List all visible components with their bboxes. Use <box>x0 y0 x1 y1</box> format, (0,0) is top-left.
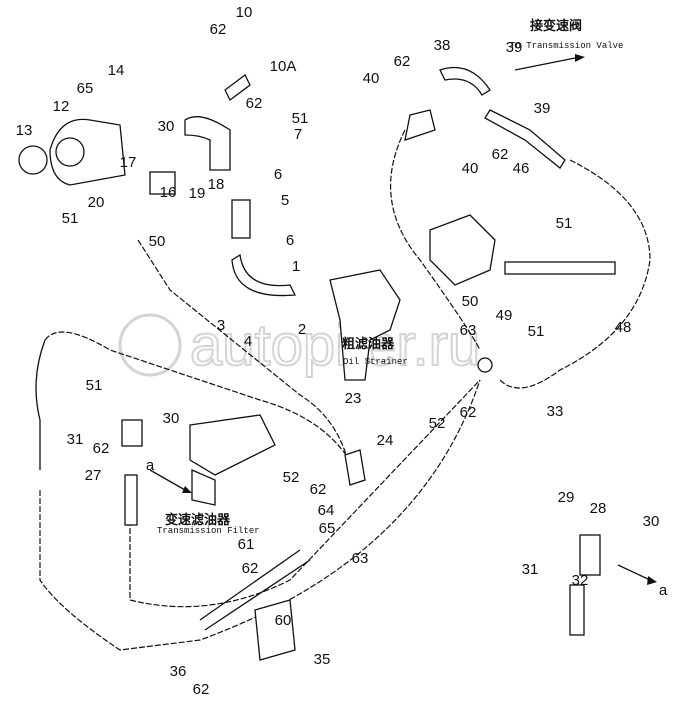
parts <box>18 66 616 661</box>
notes: 接变速阀 To Transmission Valve 粗滤油器 Oil Stra… <box>157 18 623 536</box>
callout-19: 19 <box>189 185 206 202</box>
callout-62: 62 <box>492 146 509 163</box>
callout-27: 27 <box>85 467 102 484</box>
o-ring-13 <box>18 145 48 175</box>
callout-51: 51 <box>86 377 103 394</box>
strainer-label-en: Oil Strainer <box>343 357 408 367</box>
callout-1: 1 <box>292 258 300 275</box>
callout-63: 63 <box>460 322 477 339</box>
callout-23: 23 <box>345 390 362 407</box>
callout-32: 32 <box>572 572 589 589</box>
strainer-label-cn: 粗滤油器 <box>342 336 395 352</box>
callout-33: 33 <box>547 403 564 420</box>
callout-14: 14 <box>108 62 125 79</box>
callout-29: 29 <box>558 489 575 506</box>
filter-label-cn: 变速滤油器 <box>165 512 231 528</box>
callout-30: 30 <box>163 410 180 427</box>
callout-46: 46 <box>513 160 530 177</box>
hose-lines <box>35 54 657 651</box>
callout-a: a <box>659 582 668 599</box>
callout-30: 30 <box>158 118 175 135</box>
callout-51: 51 <box>556 215 573 232</box>
callout-62: 62 <box>210 21 227 38</box>
callout-50: 50 <box>149 233 166 250</box>
callout-13: 13 <box>16 122 33 139</box>
callout-62: 62 <box>93 440 110 457</box>
callout-10: 10 <box>236 4 253 21</box>
callout-52: 52 <box>283 469 300 486</box>
to-valve-label-cn: 接变速阀 <box>530 18 582 34</box>
callout-49: 49 <box>496 307 513 324</box>
callout-6: 6 <box>274 166 282 183</box>
callout-18: 18 <box>208 176 225 193</box>
callout-17: 17 <box>120 154 137 171</box>
callout-16: 16 <box>160 184 177 201</box>
fitting-28 <box>579 534 601 576</box>
callout-62: 62 <box>193 681 210 698</box>
callout-61: 61 <box>238 536 255 553</box>
callout-a: a <box>146 457 155 474</box>
callout-62: 62 <box>460 404 477 421</box>
callout-51: 51 <box>292 110 309 127</box>
callout-30: 30 <box>643 513 660 530</box>
callout-2: 2 <box>298 321 306 338</box>
transmission-filter <box>189 414 276 476</box>
flange-16 <box>149 171 176 195</box>
callout-31: 31 <box>67 431 84 448</box>
callout-3: 3 <box>217 317 225 334</box>
callout-60: 60 <box>275 612 292 629</box>
callout-12: 12 <box>53 98 70 115</box>
callout-63: 63 <box>352 550 369 567</box>
callout-39: 39 <box>506 39 523 56</box>
callout-51: 51 <box>528 323 545 340</box>
pump-12 <box>49 118 126 186</box>
callout-36: 36 <box>170 663 187 680</box>
callout-64: 64 <box>318 502 335 519</box>
oil-strainer <box>329 269 401 381</box>
callout-28: 28 <box>590 500 607 517</box>
callout-24: 24 <box>377 432 394 449</box>
callout-48: 48 <box>615 319 632 336</box>
callout-38: 38 <box>434 37 451 54</box>
callout-6: 6 <box>286 232 294 249</box>
tube-46 <box>484 109 566 169</box>
filter-label-en: Transmission Filter <box>157 526 260 536</box>
elbow-38 <box>439 66 491 96</box>
callout-50: 50 <box>462 293 479 310</box>
bracket-60 <box>254 599 296 661</box>
callout-62: 62 <box>242 560 259 577</box>
callout-20: 20 <box>88 194 105 211</box>
callouts: 10 62 10A 62 14 65 12 13 30 51 7 17 6 18… <box>16 4 668 698</box>
callout-52: 52 <box>429 415 446 432</box>
watermark: autopiter.ru <box>118 312 481 379</box>
watermark-text: autopiter.ru <box>190 313 480 378</box>
callout-65: 65 <box>319 520 336 537</box>
callout-62: 62 <box>394 53 411 70</box>
hose-48 <box>504 261 616 275</box>
to-valve-label-en: To Transmission Valve <box>510 41 623 51</box>
callout-40: 40 <box>363 70 380 87</box>
callout-65: 65 <box>77 80 94 97</box>
callout-35: 35 <box>314 651 331 668</box>
callout-62: 62 <box>310 481 327 498</box>
callout-51: 51 <box>62 210 79 227</box>
tube-1 <box>231 253 297 297</box>
callout-40: 40 <box>462 160 479 177</box>
callout-4: 4 <box>244 333 252 350</box>
callout-5: 5 <box>281 192 289 209</box>
callout-7: 7 <box>294 126 302 143</box>
callout-31: 31 <box>522 561 539 578</box>
hose-5 <box>231 199 251 239</box>
callout-62: 62 <box>246 95 263 112</box>
callout-39: 39 <box>534 100 551 117</box>
callout-10a: 10A <box>270 58 297 75</box>
elbow-7 <box>184 116 231 171</box>
valve-block <box>429 214 496 286</box>
fitting-27 <box>121 419 143 447</box>
